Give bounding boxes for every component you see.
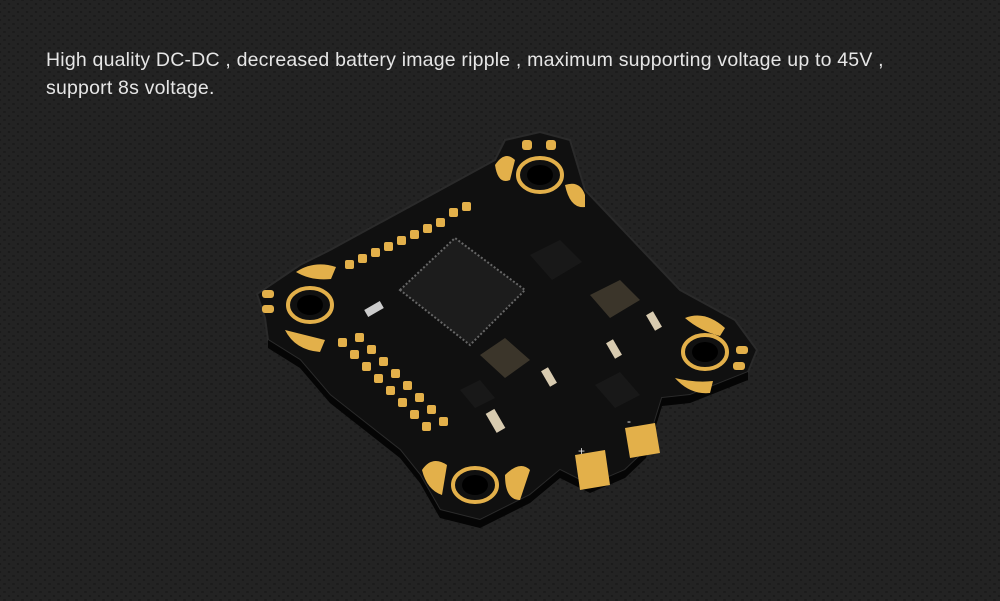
components [364, 236, 662, 433]
minus-label: - [627, 414, 631, 428]
plus-label: + [578, 444, 585, 458]
solder-pad-row [338, 202, 471, 431]
pcb-body [255, 130, 759, 528]
caption-text: High quality DC-DC , decreased battery i… [46, 49, 884, 99]
gold-pads [262, 140, 748, 504]
mcu-chip [398, 236, 527, 347]
